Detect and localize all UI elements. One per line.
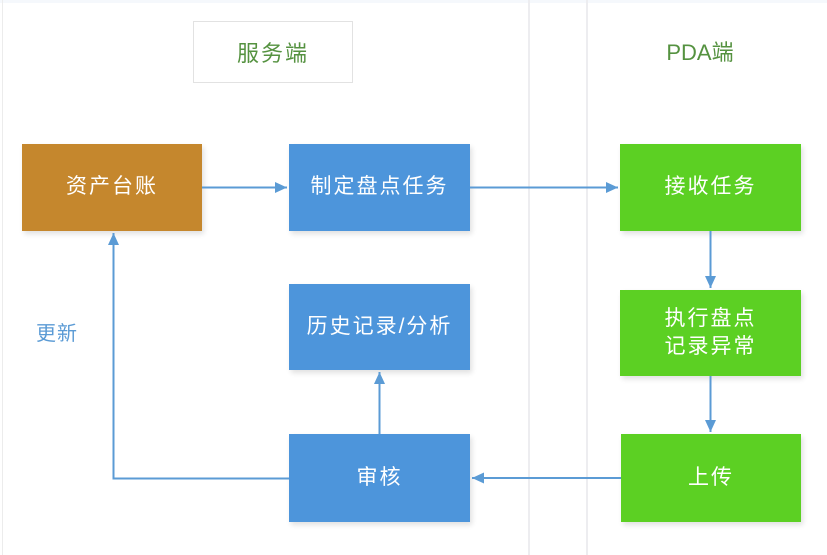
node-history-analysis: 历史记录/分析 <box>289 284 470 370</box>
lane-label-pda: PDA端 <box>666 40 734 65</box>
node-plan-task: 制定盘点任务 <box>289 144 470 231</box>
arrow-review-to-asset-update <box>108 233 289 480</box>
node-receive-task: 接收任务 <box>620 144 801 231</box>
left-border-line <box>2 0 3 555</box>
node-execute-count: 执行盘点 记录异常 <box>620 290 801 376</box>
top-border-strip <box>0 0 827 3</box>
lane-divider-left <box>528 0 530 555</box>
edge-label-update: 更新 <box>36 323 78 345</box>
node-asset-ledger: 资产台账 <box>22 144 202 231</box>
node-review: 审核 <box>289 434 470 522</box>
lane-label-server-text: 服务端 <box>236 41 309 66</box>
lane-divider-right <box>586 0 588 555</box>
lane-label-server: 服务端 <box>193 21 353 83</box>
node-upload: 上传 <box>621 434 801 522</box>
